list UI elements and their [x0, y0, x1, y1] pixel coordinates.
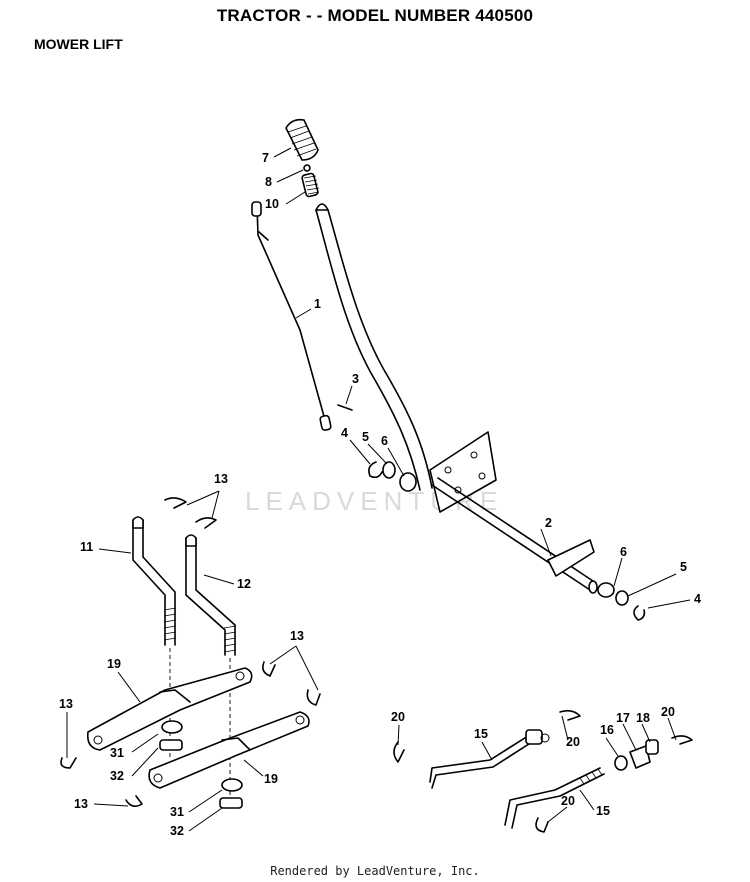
callout-20-bottom: 20	[561, 794, 575, 808]
hairpin-clips-upper	[164, 497, 321, 706]
handle-spring	[301, 172, 320, 198]
right-shaft-hardware	[597, 582, 646, 621]
callout-1: 1	[314, 297, 321, 311]
callout-2: 2	[545, 516, 552, 530]
washer-nut-upper	[159, 720, 183, 751]
left-shaft-hardware	[368, 461, 417, 492]
hairpin-clips-20	[393, 709, 693, 833]
callout-18: 18	[636, 711, 650, 725]
lift-rod-15-lower	[504, 767, 605, 829]
callout-31-lower: 31	[170, 805, 184, 819]
callout-8: 8	[265, 175, 272, 189]
diagram-title: TRACTOR - - MODEL NUMBER 440500	[216, 6, 534, 25]
callout-3: 3	[352, 372, 359, 386]
callout-20-right: 20	[661, 705, 675, 719]
adjustment-hardware	[614, 739, 659, 771]
callout-5-left: 5	[362, 430, 369, 444]
callout-6-right: 6	[620, 545, 627, 559]
handle-grip	[285, 118, 319, 161]
callout-12: 12	[237, 577, 251, 591]
lift-rod	[251, 201, 332, 431]
footer-credit: Rendered by LeadVenture, Inc.	[270, 864, 480, 878]
lift-link-11	[132, 516, 177, 646]
callout-17: 17	[616, 711, 630, 725]
callout-16: 16	[600, 723, 614, 737]
pivot-plate	[429, 431, 497, 513]
lift-arm-lower	[148, 711, 310, 789]
section-title: MOWER LIFT	[34, 36, 123, 52]
leader-lines	[66, 147, 691, 832]
callout-6-left: 6	[381, 434, 388, 448]
callout-11: 11	[80, 540, 93, 554]
callout-10: 10	[265, 197, 279, 211]
lift-rod-15-upper	[429, 729, 550, 789]
callout-13-left: 13	[59, 697, 73, 711]
callout-20-mid: 20	[566, 735, 580, 749]
callout-32-upper: 32	[110, 769, 124, 783]
hairpin-clips-lower	[60, 757, 143, 808]
lift-link-12	[185, 534, 237, 656]
clevis-pin	[337, 404, 353, 411]
callout-20-left: 20	[391, 710, 405, 724]
callout-15-lower: 15	[596, 804, 610, 818]
lift-lever	[315, 203, 433, 491]
callout-13-mid: 13	[290, 629, 304, 643]
callout-7: 7	[262, 151, 269, 165]
callout-15-upper: 15	[474, 727, 488, 741]
callout-4-right: 4	[694, 592, 701, 606]
washer-nut-lower	[219, 778, 243, 809]
callout-13-top: 13	[214, 472, 228, 486]
callout-31-upper: 31	[110, 746, 124, 760]
callout-19-upper: 19	[107, 657, 121, 671]
callout-19-lower: 19	[264, 772, 278, 786]
lift-shaft	[431, 477, 598, 594]
callout-4-left: 4	[341, 426, 348, 440]
handle-spacer	[303, 164, 311, 172]
callout-13-bottom: 13	[74, 797, 88, 811]
lift-arm-upper	[86, 667, 253, 751]
callout-32-lower: 32	[170, 824, 184, 838]
callout-5-right: 5	[680, 560, 687, 574]
